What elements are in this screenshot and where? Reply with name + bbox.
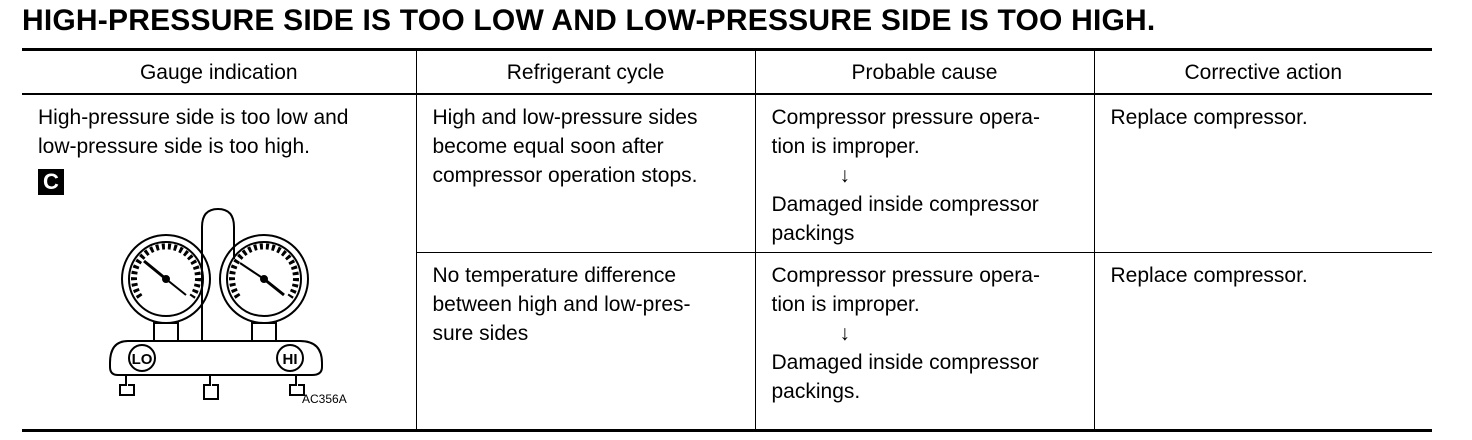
cycle-line: compressor operation stops. bbox=[432, 164, 698, 187]
cause-line: packings. bbox=[771, 379, 861, 403]
table-row: No temperature difference between high a… bbox=[22, 252, 1432, 432]
corrective-action-cell: Replace compressor. bbox=[1093, 94, 1432, 253]
cause-line: tion is improper. bbox=[771, 292, 920, 316]
figure-code: AC356A bbox=[302, 392, 347, 406]
hose-line bbox=[201, 207, 235, 341]
gauge-indication-line: low-pressure side is too high. bbox=[38, 135, 310, 158]
hi-label: HI bbox=[283, 351, 298, 368]
page-title: HIGH-PRESSURE SIDE IS TOO LOW AND LOW-PR… bbox=[22, 4, 1156, 37]
category-mark: C bbox=[38, 169, 64, 195]
action-line: Replace compressor. bbox=[1110, 263, 1308, 287]
table-header-row: Gauge indication Refrigerant cycle Proba… bbox=[22, 48, 1432, 95]
gauge-indication-cell: High-pressure side is too low and low-pr… bbox=[22, 94, 416, 432]
cause-line: Compressor pressure opera- bbox=[771, 263, 1040, 287]
lo-label: LO bbox=[132, 351, 153, 368]
header-refrigerant-cycle: Refrigerant cycle bbox=[415, 48, 755, 95]
cycle-line: No temperature difference bbox=[432, 263, 677, 287]
manifold-gauge-icon: LO HI AC356A bbox=[109, 207, 347, 406]
table-row: High-pressure side is too low and low-pr… bbox=[22, 94, 1432, 432]
down-arrow-icon: ↓ bbox=[839, 321, 851, 345]
refrigerant-cycle-cell: No temperature difference between high a… bbox=[415, 252, 755, 432]
probable-cause-cell: Compressor pressure opera- tion is impro… bbox=[754, 94, 1094, 253]
header-gauge-indication: Gauge indication bbox=[22, 48, 416, 95]
header-probable-cause: Probable cause bbox=[754, 48, 1094, 95]
cycle-line: between high and low-pres- bbox=[432, 292, 691, 316]
cause-line: tion is improper. bbox=[771, 135, 920, 158]
cause-line: Damaged inside compressor bbox=[771, 193, 1039, 216]
cycle-line: sure sides bbox=[432, 321, 529, 345]
cause-line: Damaged inside compressor bbox=[771, 350, 1039, 374]
corrective-action-cell: Replace compressor. bbox=[1093, 252, 1432, 432]
down-arrow-icon: ↓ bbox=[839, 164, 851, 187]
cycle-line: become equal soon after bbox=[432, 135, 664, 158]
action-line: Replace compressor. bbox=[1110, 106, 1308, 129]
diagnosis-table: Gauge indication Refrigerant cycle Proba… bbox=[22, 48, 1432, 432]
lo-knob bbox=[128, 344, 156, 372]
header-corrective-action: Corrective action bbox=[1093, 48, 1432, 95]
probable-cause-cell: Compressor pressure opera- tion is impro… bbox=[754, 252, 1094, 432]
gauge-indication-line: High-pressure side is too low and bbox=[38, 106, 349, 129]
hi-knob bbox=[276, 344, 304, 372]
cause-line: Compressor pressure opera- bbox=[771, 106, 1040, 129]
manifold-body bbox=[109, 340, 323, 376]
cycle-line: High and low-pressure sides bbox=[432, 106, 698, 129]
cause-line: packings bbox=[771, 222, 855, 245]
low-pressure-gauge bbox=[121, 234, 211, 342]
refrigerant-cycle-cell: High and low-pressure sides become equal… bbox=[415, 94, 755, 253]
